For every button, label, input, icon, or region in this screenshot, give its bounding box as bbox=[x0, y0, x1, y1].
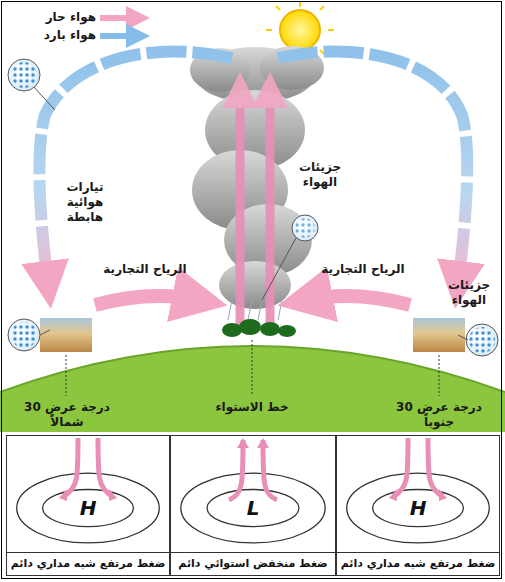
text-label: خط الاستواء bbox=[200, 400, 304, 415]
panel-caption: ضغط مرتفع شبه مداري دائم bbox=[7, 552, 169, 575]
isobar-drawing bbox=[7, 436, 169, 552]
legend-text: هواء حار bbox=[30, 10, 96, 25]
text-label: درجة عرض 30 شمالاً bbox=[8, 400, 126, 430]
text-label: جزيئات الهواء bbox=[438, 278, 500, 308]
text-label: جزيئات الهواء bbox=[285, 160, 355, 190]
pressure-symbol: L bbox=[247, 496, 260, 520]
text-label: الرياح التجارية bbox=[318, 262, 408, 277]
isobar-drawing bbox=[171, 436, 335, 552]
pressure-symbol: H bbox=[410, 496, 427, 520]
isobar-drawing bbox=[337, 436, 499, 552]
text-label: تيارات هوائية هابطة bbox=[54, 180, 116, 225]
panel-caption: ضغط مرتفع شبه مداري دائم bbox=[337, 552, 499, 575]
pressure-panel: ضغط منخفض استوائي دائم L bbox=[170, 435, 336, 576]
text-label: درجة عرض 30 جنوباً bbox=[380, 400, 498, 430]
pressure-panel: ضغط مرتفع شبه مداري دائم H bbox=[336, 435, 500, 576]
text-label: الرياح التجارية bbox=[100, 262, 190, 277]
pressure-panel: ضغط مرتفع شبه مداري دائم H bbox=[6, 435, 170, 576]
legend-text: هواء بارد bbox=[30, 28, 96, 43]
panel-caption: ضغط منخفض استوائي دائم bbox=[171, 552, 335, 575]
pressure-symbol: H bbox=[80, 496, 97, 520]
